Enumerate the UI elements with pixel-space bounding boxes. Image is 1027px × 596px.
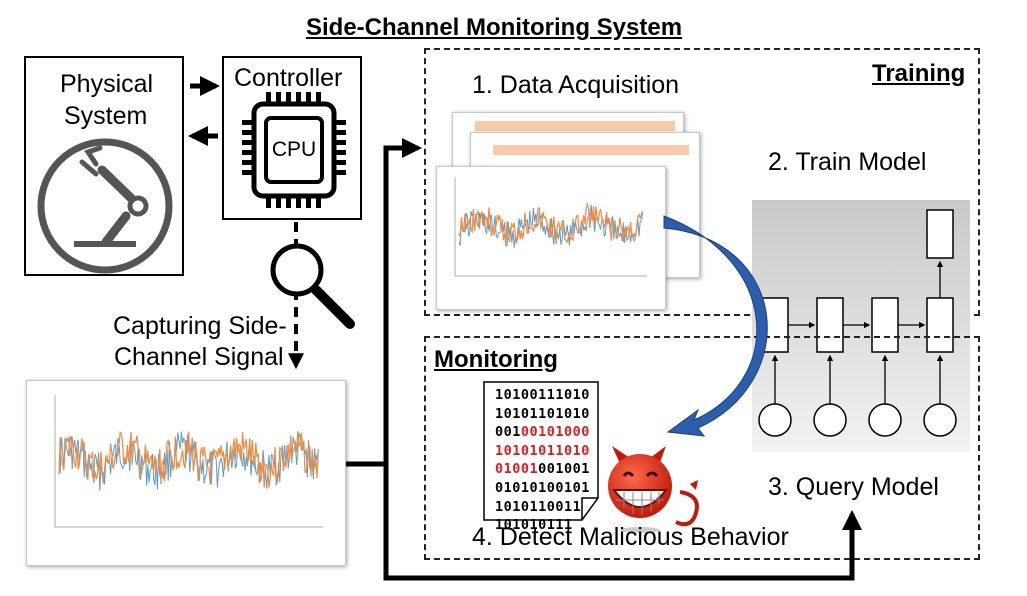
cpu-chip-icon — [242, 92, 346, 208]
magnifier-icon — [270, 243, 355, 329]
acquisition-waveform-back-1 — [475, 121, 675, 131]
step-3-label: 3. Query Model — [768, 473, 939, 501]
diagram-title: Side-Channel Monitoring System — [306, 14, 683, 41]
binary-line: 101010111 — [495, 517, 573, 534]
captured-signal-waveform — [54, 395, 323, 528]
signal-trace — [458, 201, 644, 245]
acquisition-waveform-back-2 — [493, 145, 689, 155]
binary-line: 01010100101 — [495, 479, 590, 496]
step-2-label: 2. Train Model — [768, 148, 927, 176]
binary-line: 1010110011 — [495, 498, 582, 515]
step-1-label: 1. Data Acquisition — [472, 71, 680, 99]
physical-system-label-2: System — [64, 102, 148, 130]
signal-trace — [58, 430, 319, 488]
training-region — [424, 48, 980, 316]
step-4-label: 4. Detect Malicious Behavior — [472, 523, 789, 551]
captured-signal-plot — [26, 380, 346, 566]
binary-line: 10101101010 — [495, 405, 590, 422]
binary-document-icon — [483, 381, 599, 521]
plot-axes — [54, 395, 323, 528]
capture-label-2: Channel Signal — [114, 343, 284, 371]
physical-system-box: Physical System — [24, 56, 184, 276]
binary-line: 00100101000 — [495, 424, 590, 441]
training-title: Training — [872, 60, 966, 87]
controller-box: Controller CPU — [222, 56, 362, 220]
monitoring-title: Monitoring — [434, 346, 558, 373]
capture-label-1: Capturing Side- — [113, 312, 287, 340]
binary-line: 01001001001 — [495, 461, 590, 478]
controller-label: Controller — [234, 64, 343, 92]
malicious-devil-icon — [608, 446, 699, 533]
binary-line: 10101011010 — [495, 442, 590, 459]
cpu-label: CPU — [271, 138, 317, 161]
acquisition-waveform — [454, 177, 647, 277]
robot-arm-icon — [37, 138, 173, 274]
monitoring-region — [424, 336, 980, 560]
physical-system-label-1: Physical — [60, 70, 154, 98]
binary-line: 10100111010 — [495, 387, 590, 403]
acquisition-plot-front — [436, 166, 666, 310]
plot-axes — [454, 177, 647, 277]
